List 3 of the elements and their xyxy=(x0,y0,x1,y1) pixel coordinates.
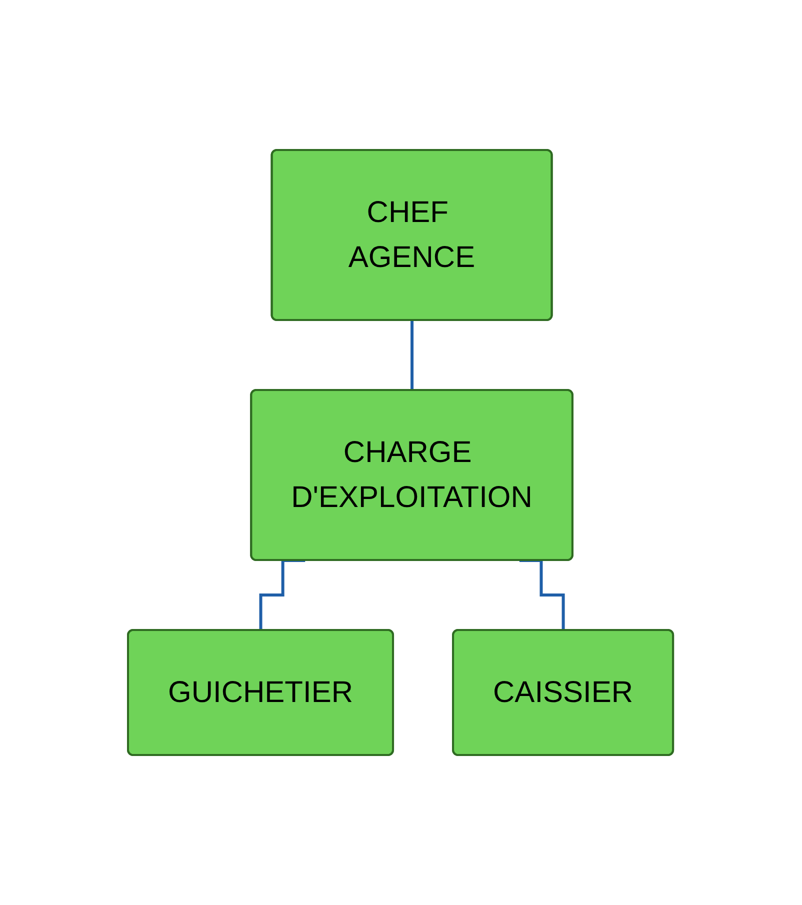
connector xyxy=(520,559,566,632)
connector xyxy=(260,559,306,632)
connector xyxy=(411,319,414,392)
